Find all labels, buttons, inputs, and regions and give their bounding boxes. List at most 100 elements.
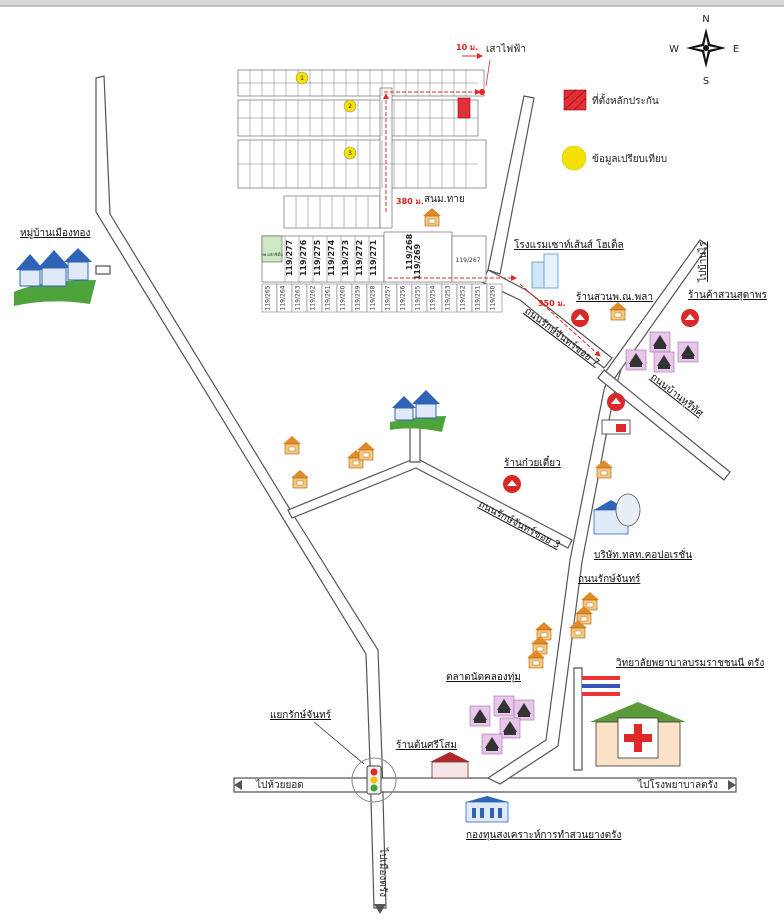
shop-kaset-label: ร้านค้าสวนสุดาพร bbox=[688, 289, 767, 301]
house-icon bbox=[609, 302, 627, 321]
lane-label: สนม.ทาย bbox=[424, 194, 465, 205]
house-icon bbox=[595, 460, 613, 479]
college-building-icon bbox=[582, 676, 686, 767]
legend: ที่ตั้งหลักประกัน ข้อมูลเปรียบเทียบ bbox=[561, 89, 667, 171]
house-icon bbox=[575, 606, 593, 625]
plot-label: 119/267 bbox=[456, 257, 481, 264]
to-huai-yot-label: ไปห้วยยอด bbox=[255, 779, 304, 791]
village-muang-thong-label: หมู่บ้านเมืองทอง bbox=[20, 227, 90, 239]
svg-text:2: 2 bbox=[348, 103, 352, 110]
plot-label: 119/258 bbox=[370, 285, 377, 310]
distance-380m: 380 ม. bbox=[396, 197, 424, 206]
plot-label: 119/252 bbox=[460, 285, 467, 310]
company-building-icon bbox=[593, 493, 641, 535]
compass-rose-icon: N S E W bbox=[669, 14, 739, 87]
distance-10m: 10 ม. bbox=[456, 43, 478, 52]
legend-comparison-label: ข้อมูลเปรียบเทียบ bbox=[592, 153, 667, 165]
shop-icon bbox=[607, 393, 625, 411]
large-plots bbox=[261, 231, 487, 283]
temple-icon bbox=[481, 733, 503, 755]
electric-pole-icon bbox=[479, 89, 485, 95]
plot-label: 119/268 bbox=[405, 233, 414, 270]
road-ratsadon-label: ถนนรักษ์จันทร์ bbox=[578, 573, 641, 585]
shop-suan-label: ร้านสวนพ.ณ.พลา bbox=[576, 291, 653, 303]
road-soi3-label: ถนนรักษ์จันทร์ซอย 3 bbox=[477, 498, 563, 551]
house-icons bbox=[283, 208, 627, 669]
temple-icon bbox=[677, 341, 699, 363]
road-network bbox=[95, 75, 737, 909]
market-label: ตลาดนัดคลองทุ่ม bbox=[446, 672, 521, 683]
plot-label: 119/269 bbox=[413, 243, 422, 280]
plot-label: 119/259 bbox=[355, 285, 362, 310]
upper-plot-labels: 119/268 119/269 119/267 ลพ.ผลักซิตั้น bbox=[261, 233, 480, 280]
collateral-marker bbox=[457, 97, 471, 119]
plot-label: 119/271 bbox=[369, 239, 378, 276]
to-mueang-label: ไปเมืองตรัง bbox=[377, 847, 389, 897]
plot-label: 119/275 bbox=[313, 239, 322, 276]
shop-ratsami-label: ร้านต้นศรีโสม bbox=[396, 738, 457, 751]
village-icon bbox=[390, 390, 446, 432]
house-icon bbox=[291, 470, 309, 489]
temple-icon bbox=[513, 699, 535, 721]
distance-350m: 350 ม. bbox=[538, 299, 566, 308]
house-icon bbox=[531, 636, 549, 655]
traffic-light-icon bbox=[351, 757, 397, 803]
shop-building-icon bbox=[430, 752, 470, 779]
office-building-icon bbox=[465, 796, 509, 823]
shop-icons bbox=[503, 309, 699, 493]
svg-text:3: 3 bbox=[348, 150, 352, 157]
depot-icon bbox=[601, 419, 631, 435]
house-icon bbox=[569, 620, 587, 639]
plot-label: 119/250 bbox=[490, 285, 497, 310]
road-soi7-label: ถนนรักษ์จันทร์ซอย 7 bbox=[522, 305, 602, 369]
temple-icon bbox=[653, 351, 675, 373]
svg-text:E: E bbox=[733, 44, 739, 55]
comparison-legend-swatch bbox=[561, 145, 587, 171]
company-label: บริษัท.ทลท.คอปอเรชั่น bbox=[594, 547, 692, 561]
plot-label: 119/273 bbox=[341, 240, 350, 276]
shop-icon bbox=[503, 475, 521, 493]
svg-text:W: W bbox=[669, 44, 679, 55]
electric-pole-label: เสาไฟฟ้า bbox=[486, 43, 526, 55]
house-icon bbox=[581, 592, 599, 611]
shop-noodle-label: ร้านก๋วยเตี๋ยว bbox=[504, 455, 561, 469]
to-ban-rai-label: ไปบ้านไร่ bbox=[697, 241, 709, 283]
temple-icons bbox=[469, 331, 699, 755]
hotel-label: โรงแรมเซาท์เส้นส์ โฮเต็ล bbox=[514, 237, 624, 251]
top-border bbox=[0, 0, 784, 6]
plot-label: 119/277 bbox=[285, 240, 294, 276]
shop-icon bbox=[571, 309, 589, 327]
svg-text:N: N bbox=[702, 14, 709, 25]
plot-label: 119/264 bbox=[280, 285, 287, 310]
to-hospital-label: ไปโรงพยาบาลตรัง bbox=[637, 778, 718, 791]
village-muang-thong-icon bbox=[14, 248, 96, 306]
temple-icon bbox=[499, 717, 521, 739]
plot-label: 119/261 bbox=[325, 285, 332, 310]
road-arrows bbox=[234, 780, 736, 914]
plot-label: 119/257 bbox=[385, 285, 392, 310]
legend-collateral-label: ที่ตั้งหลักประกัน bbox=[592, 93, 659, 107]
plot-label: 119/251 bbox=[475, 285, 482, 310]
plot-label: 119/254 bbox=[430, 285, 437, 310]
plot-label: 119/265 bbox=[265, 285, 272, 310]
svg-text:S: S bbox=[703, 76, 709, 87]
plot-label: 119/260 bbox=[340, 285, 347, 310]
plot-label: 119/256 bbox=[400, 285, 407, 310]
comparison-markers: 1 2 3 bbox=[295, 71, 357, 160]
house-icon bbox=[283, 436, 301, 455]
plot-label: 119/274 bbox=[327, 239, 336, 276]
college-label: วิทยาลัยพยาบาลบรมราชชนนี ตรัง bbox=[616, 657, 765, 669]
house-icon bbox=[527, 650, 545, 669]
temple-icon bbox=[469, 705, 491, 727]
house-icon bbox=[535, 622, 553, 641]
office-label: กองทุนสงเคราะห์การทำสวนยางตรัง bbox=[466, 829, 621, 841]
svg-text:1: 1 bbox=[300, 75, 304, 82]
plot-label: 119/253 bbox=[445, 285, 452, 310]
temple-icon bbox=[625, 349, 647, 371]
temple-icon bbox=[649, 331, 671, 353]
house-icon bbox=[423, 208, 441, 227]
plot-label: 119/263 bbox=[295, 285, 302, 310]
